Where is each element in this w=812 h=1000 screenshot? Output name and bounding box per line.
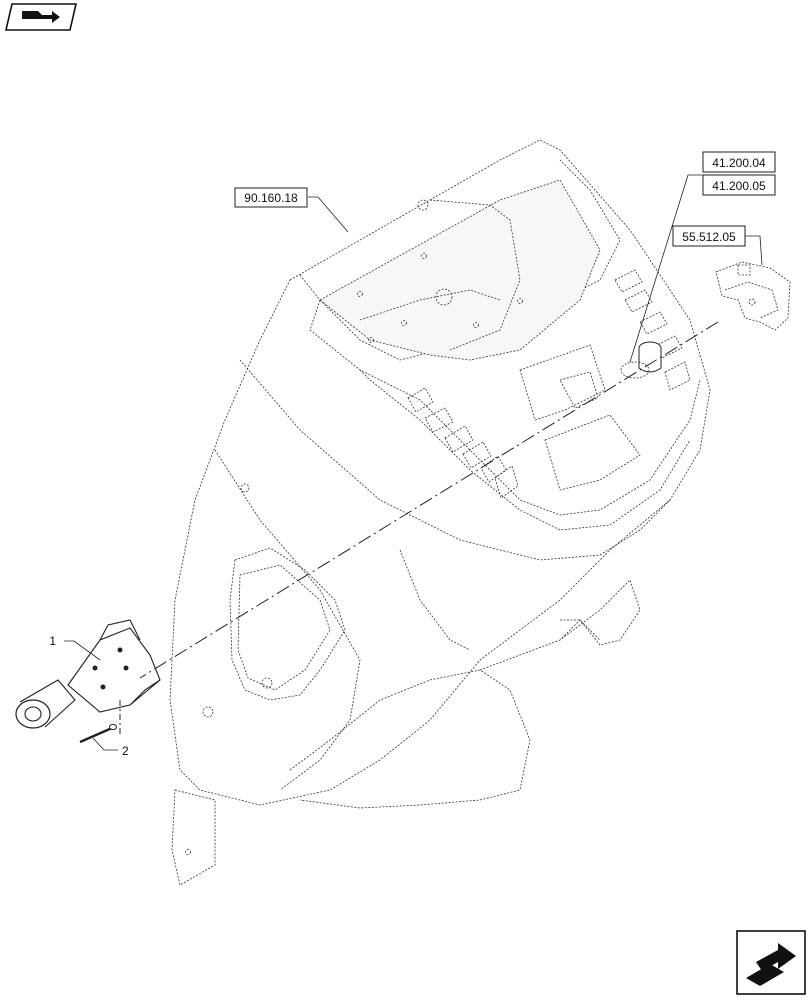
leader-2 [92, 737, 118, 751]
ref-c-label: 55.512.05 [682, 230, 736, 244]
ref-box-housing[interactable]: 90.160.18 [234, 187, 308, 208]
screw [79, 723, 117, 744]
next-page-arrow-icon[interactable] [736, 930, 806, 995]
ref-box-b[interactable]: 41.200.05 [702, 174, 776, 196]
ref-b-label: 41.200.05 [712, 179, 766, 193]
console-housing [169, 139, 711, 886]
bracket-part [715, 261, 791, 331]
assembly-axis [139, 321, 719, 679]
ref-box-c[interactable]: 55.512.05 [672, 225, 746, 247]
callout-2: 2 [122, 744, 129, 758]
book-arrow-icon[interactable] [4, 3, 78, 31]
joystick-base [15, 619, 161, 729]
switch-row-left [407, 387, 519, 499]
leader-ref-c [745, 235, 763, 266]
leader-1 [64, 640, 101, 661]
leader-ref-a [629, 174, 703, 363]
ref-a-label: 41.200.04 [712, 156, 766, 170]
callout-1: 1 [49, 634, 56, 648]
ref-box-a[interactable]: 41.200.04 [702, 151, 776, 173]
ref-housing-label: 90.160.18 [244, 191, 298, 205]
console-joystick [620, 341, 662, 379]
leader-housing [308, 196, 349, 233]
